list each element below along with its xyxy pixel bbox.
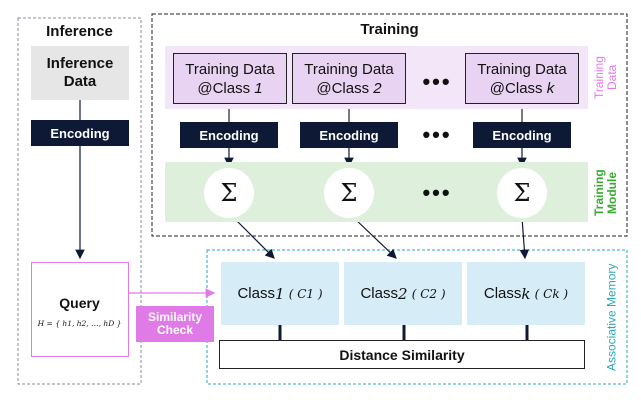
training-data-line1: Training Data (477, 60, 567, 78)
ellipsis-module: ••• (422, 180, 452, 205)
similarity-check-box: Similarity Check (136, 306, 214, 342)
training-panel-border (151, 13, 628, 237)
training-data-line2: @Class 2 (316, 79, 382, 97)
training-title: Training (360, 20, 419, 38)
inference-encoding-box: Encoding (31, 120, 129, 146)
training-data-block-2: Training Data @Class 2 (292, 53, 406, 104)
sum-icon-k: Σ (497, 168, 547, 218)
training-data-block-k: Training Data @Class k (465, 53, 579, 104)
inference-data-box: Inference Data (31, 46, 129, 100)
ellipsis-encoding: ••• (422, 122, 452, 147)
training-data-line1: Training Data (304, 60, 394, 78)
training-data-line2: @Class k (489, 79, 555, 97)
sum-icon-2: Σ (324, 168, 374, 218)
inference-panel-border (17, 17, 142, 385)
associative-memory-side-label: Associative Memory (604, 263, 619, 371)
inference-title: Inference (46, 22, 113, 40)
query-formula: H = { h1, h2, …, hD } (37, 319, 122, 328)
training-data-line2: @Class 1 (197, 79, 263, 97)
memory-class-k: Class k ( Ck ) (467, 262, 585, 325)
training-data-side-label: Training Data (592, 56, 619, 99)
distance-similarity-box: Distance Similarity (219, 340, 585, 369)
memory-class-1: Class 1 ( C1 ) (221, 262, 339, 325)
training-encoding-box-1: Encoding (180, 122, 278, 148)
training-encoding-box-2: Encoding (300, 122, 398, 148)
query-title: Query (59, 295, 100, 311)
training-data-block-1: Training Data @Class 1 (173, 53, 287, 104)
query-box: Query H = { h1, h2, …, hD } (31, 262, 129, 357)
ellipsis-data: ••• (422, 69, 452, 94)
memory-class-2: Class 2 ( C2 ) (344, 262, 462, 325)
training-encoding-box-k: Encoding (473, 122, 571, 148)
training-data-line1: Training Data (185, 60, 275, 78)
training-module-side-label: Training Module (592, 169, 619, 217)
sum-icon-1: Σ (204, 168, 254, 218)
